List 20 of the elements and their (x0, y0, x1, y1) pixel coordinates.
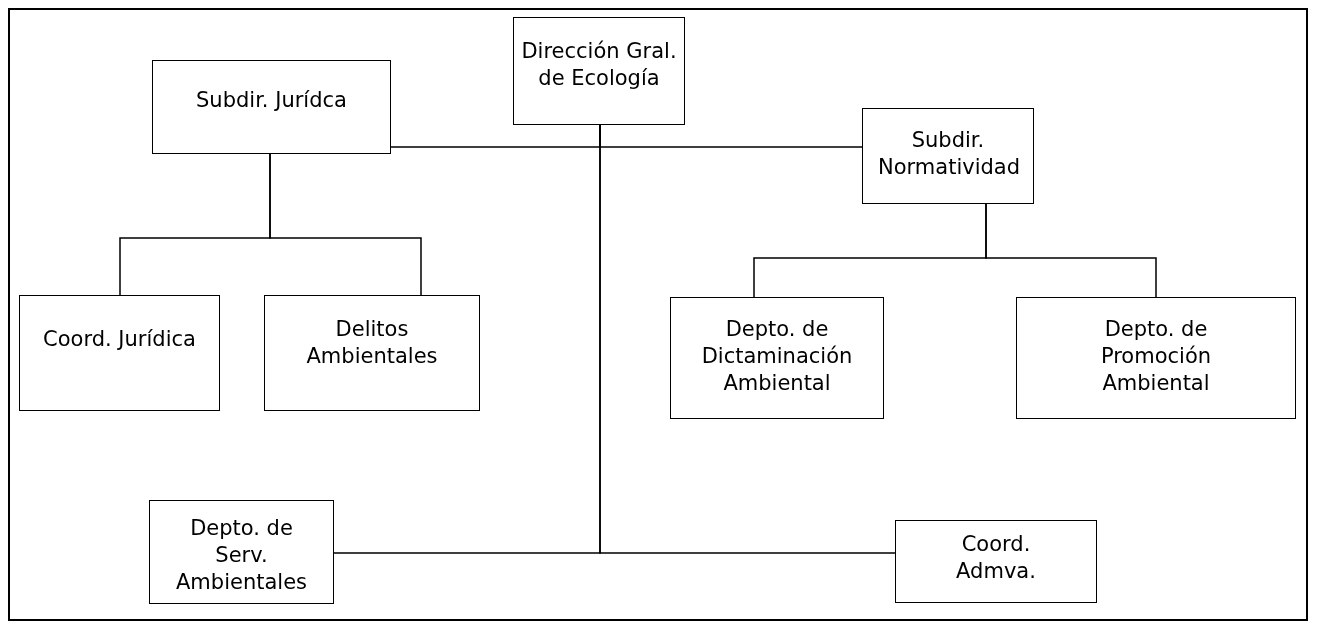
org-box (264, 295, 480, 411)
box-label: Coord. Jurídica (43, 326, 196, 353)
org-box (1016, 297, 1296, 419)
org-box (152, 60, 391, 154)
org-box (149, 500, 334, 604)
box-label: Dirección Gral. de Ecología (520, 38, 678, 92)
org-box (862, 108, 1034, 204)
connector-line (985, 203, 1157, 298)
box-label: Subdir. Normatividad (878, 127, 1018, 181)
org-box (895, 520, 1097, 603)
org-box (670, 297, 884, 419)
box-label: Depto. de Dictaminación Ambiental (700, 316, 854, 397)
connector-line (269, 153, 422, 296)
box-label: Subdir. Jurídca (196, 87, 347, 114)
org-box (19, 295, 220, 411)
box-label: Coord. Admva. (955, 531, 1037, 585)
box-label: Depto. de Promoción Ambiental (1099, 316, 1213, 397)
box-label: Delitos Ambientales (305, 316, 439, 370)
org-box (513, 17, 685, 125)
box-label: Depto. de Serv. Ambientales (175, 515, 308, 596)
